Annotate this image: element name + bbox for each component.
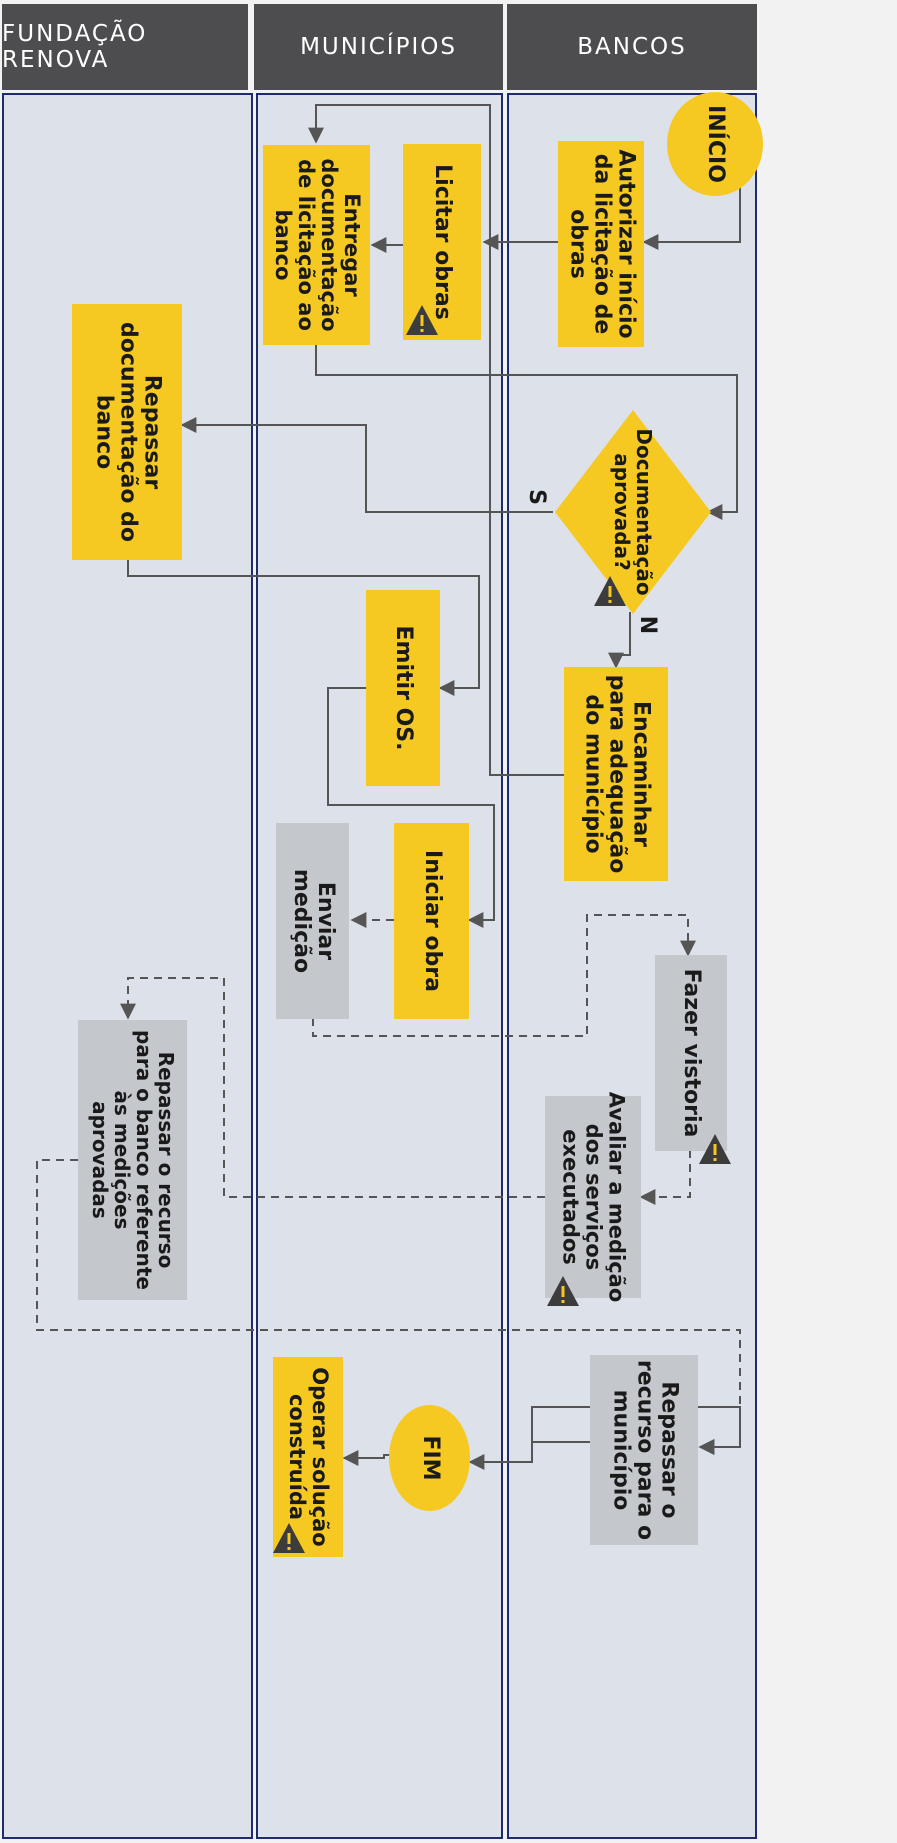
lane-header-fundacao: FUNDAÇÃO RENOVA	[2, 4, 248, 90]
process-enviar-medicao: Enviar medição	[276, 823, 349, 1019]
decision-label: Documentação aprovada?	[610, 428, 656, 596]
connector-enviar-vistoria	[312, 914, 696, 1037]
warning-icon	[547, 1276, 579, 1306]
process-emitir-os: Emitir OS.	[366, 590, 440, 786]
process-repassar-documentacao: Repassar documentação do banco	[72, 304, 182, 560]
lane-header-bancos: BANCOS	[507, 4, 757, 90]
connector-encaminhar-entregar	[308, 104, 564, 776]
connector-decisao-repassar	[180, 417, 553, 513]
warning-icon	[594, 576, 626, 606]
process-avaliar-medicao: Avaliar a medição dos serviços executado…	[545, 1092, 641, 1302]
process-operar-solucao: Operar solução construída	[273, 1357, 343, 1557]
decision-documentacao-aprovada	[555, 410, 711, 614]
lane-header-municipios: MUNICÍPIOS	[254, 4, 503, 90]
lane-fundacao	[2, 93, 253, 1839]
process-autorizar: Autorizar início da licitação de obras	[558, 141, 644, 347]
process-fazer-vistoria: Fazer vistoria	[655, 955, 727, 1151]
connector-repassar-banco-repassar-mun	[36, 1159, 741, 1455]
process-entregar: Entregar documentação de licitação ao ba…	[263, 145, 370, 345]
connector-vistoria-avaliar	[639, 1150, 691, 1205]
process-repassar-recurso-banco: Repassar o recurso para o banco referent…	[78, 1020, 187, 1300]
connector-repassar-mun-fim	[468, 1441, 590, 1470]
connector-avaliar-repassar-banco	[120, 977, 545, 1198]
warning-icon	[699, 1134, 731, 1164]
warning-icon	[406, 305, 438, 335]
process-encaminhar: Encaminhar para adequação do município	[564, 667, 668, 881]
connector-entregar-decisao	[315, 345, 738, 520]
process-licitar: Licitar obras	[403, 144, 481, 340]
process-iniciar-obra: Iniciar obra	[394, 823, 469, 1019]
connector-decisao-encaminhar	[608, 612, 631, 669]
connector-repassar-emitir	[127, 560, 480, 696]
connector-iniciar-repassar-mun	[531, 1406, 741, 1457]
start-node: INÍCIO	[667, 92, 763, 196]
process-repassar-recurso-municipio: Repassar o recurso para o município	[590, 1355, 698, 1545]
end-node: FIM	[389, 1405, 470, 1511]
branch-label-sim: S	[524, 489, 550, 505]
warning-icon	[273, 1523, 305, 1553]
branch-label-nao: N	[635, 615, 661, 635]
connector-emitir-iniciar	[327, 687, 495, 928]
connector-inicio-autorizar	[642, 180, 741, 250]
